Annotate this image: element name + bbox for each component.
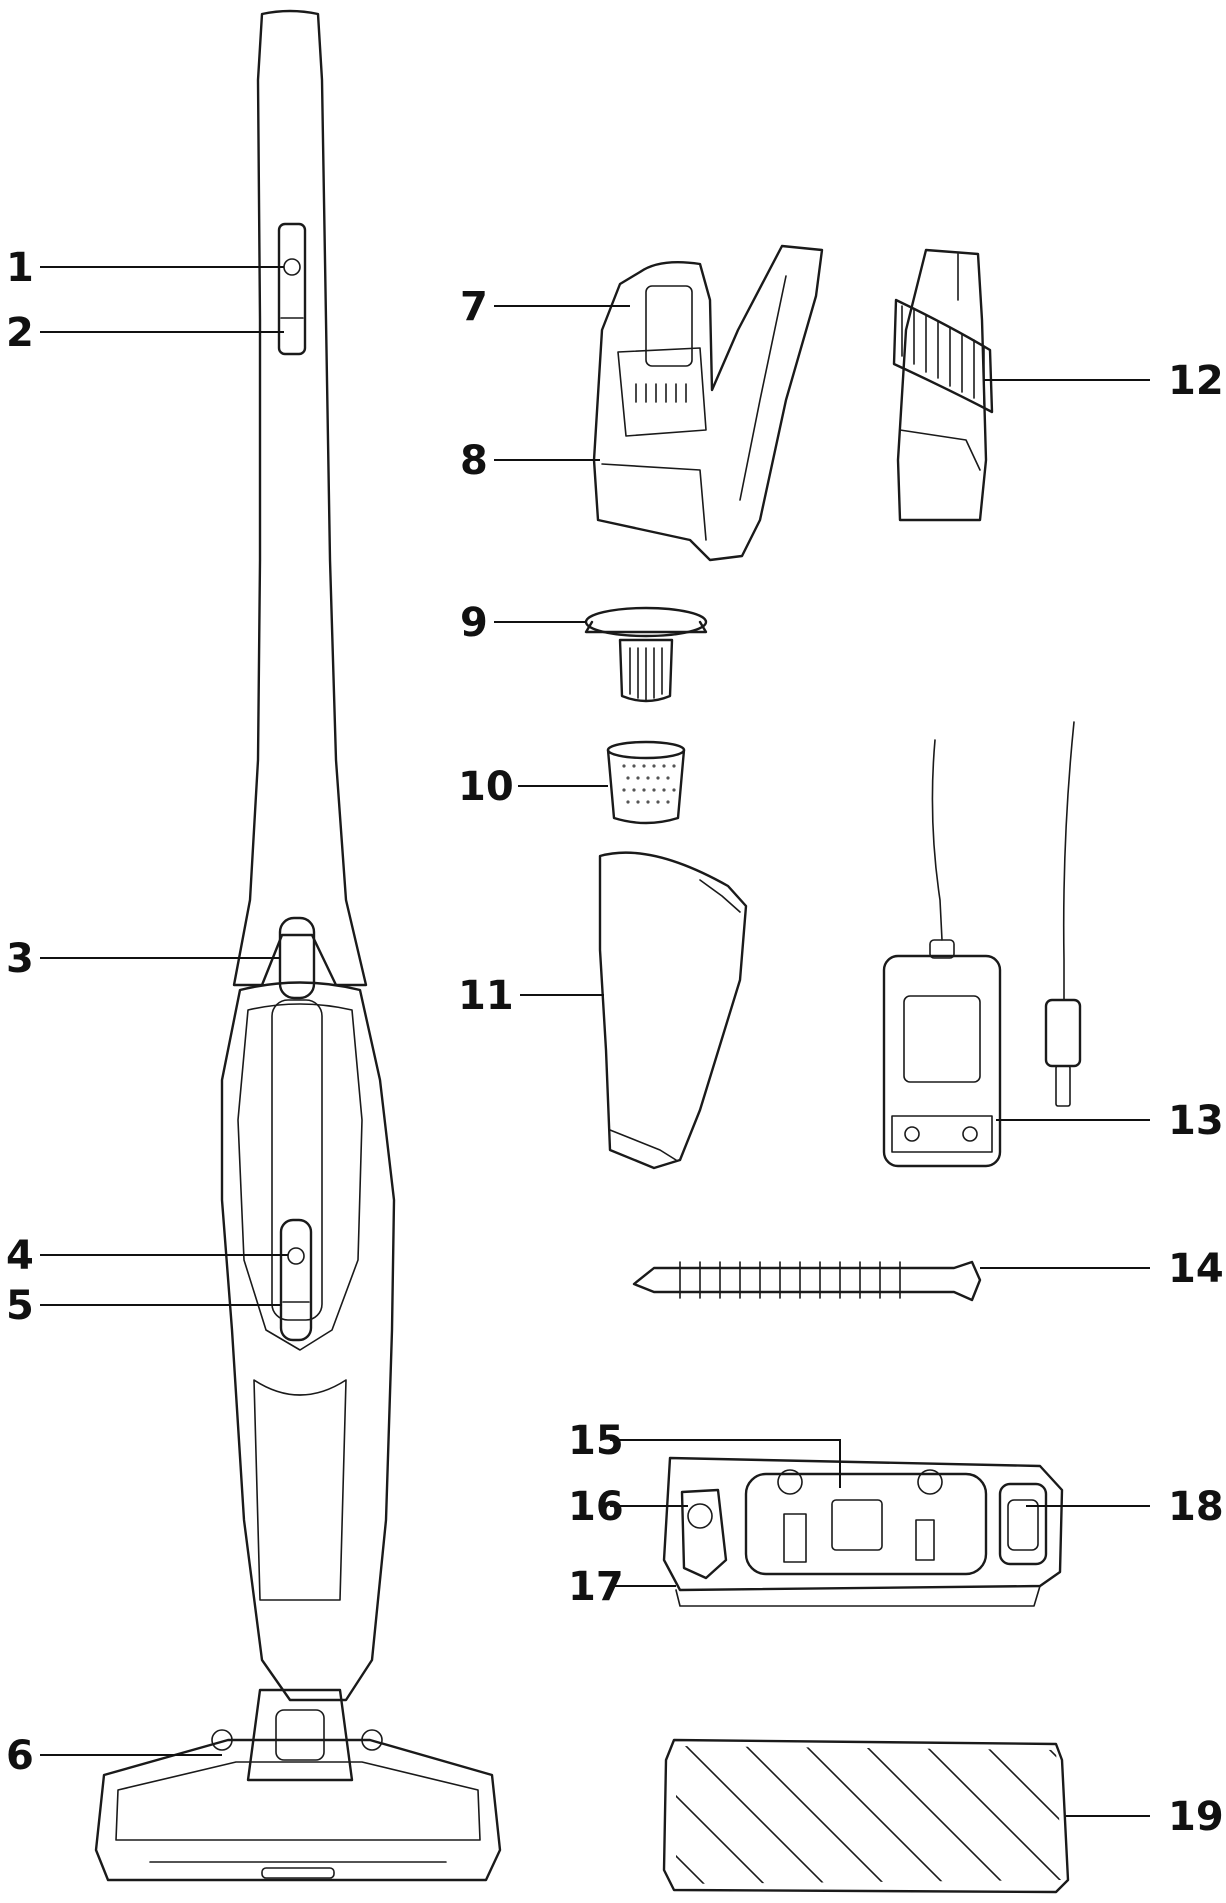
stick-vacuum-illustration <box>94 9 502 1882</box>
handheld-unit-illustration <box>592 244 824 562</box>
label-13: 13 <box>1168 1098 1224 1144</box>
label-11: 11 <box>458 973 514 1019</box>
filter-holder-illustration <box>584 606 708 703</box>
callout-labels: 1 2 3 4 5 6 7 8 9 10 11 12 13 14 15 16 1… <box>6 245 1224 1840</box>
label-12: 12 <box>1168 358 1224 404</box>
label-8: 8 <box>460 438 488 484</box>
crevice-brush-tool-illustration <box>892 248 994 522</box>
charger-adapter-illustration <box>882 721 1082 1168</box>
label-5: 5 <box>6 1283 34 1329</box>
label-2: 2 <box>6 310 34 356</box>
label-9: 9 <box>460 600 488 646</box>
charging-base-illustration <box>662 1456 1064 1607</box>
label-15: 15 <box>568 1418 624 1464</box>
label-14: 14 <box>1168 1246 1224 1292</box>
label-6: 6 <box>6 1733 34 1779</box>
floor-pad-illustration <box>662 1738 1070 1894</box>
leader-lines <box>40 266 1150 1817</box>
roller-brush-illustration <box>632 1260 982 1302</box>
label-7: 7 <box>460 284 488 330</box>
label-16: 16 <box>568 1484 624 1530</box>
label-4: 4 <box>6 1233 34 1279</box>
label-17: 17 <box>568 1564 624 1610</box>
label-18: 18 <box>1168 1484 1224 1530</box>
dust-bin-cover-illustration <box>598 851 748 1170</box>
mesh-filter-illustration <box>606 740 686 825</box>
label-1: 1 <box>6 245 34 291</box>
label-3: 3 <box>6 936 34 982</box>
label-10: 10 <box>458 764 514 810</box>
label-19: 19 <box>1168 1794 1224 1840</box>
